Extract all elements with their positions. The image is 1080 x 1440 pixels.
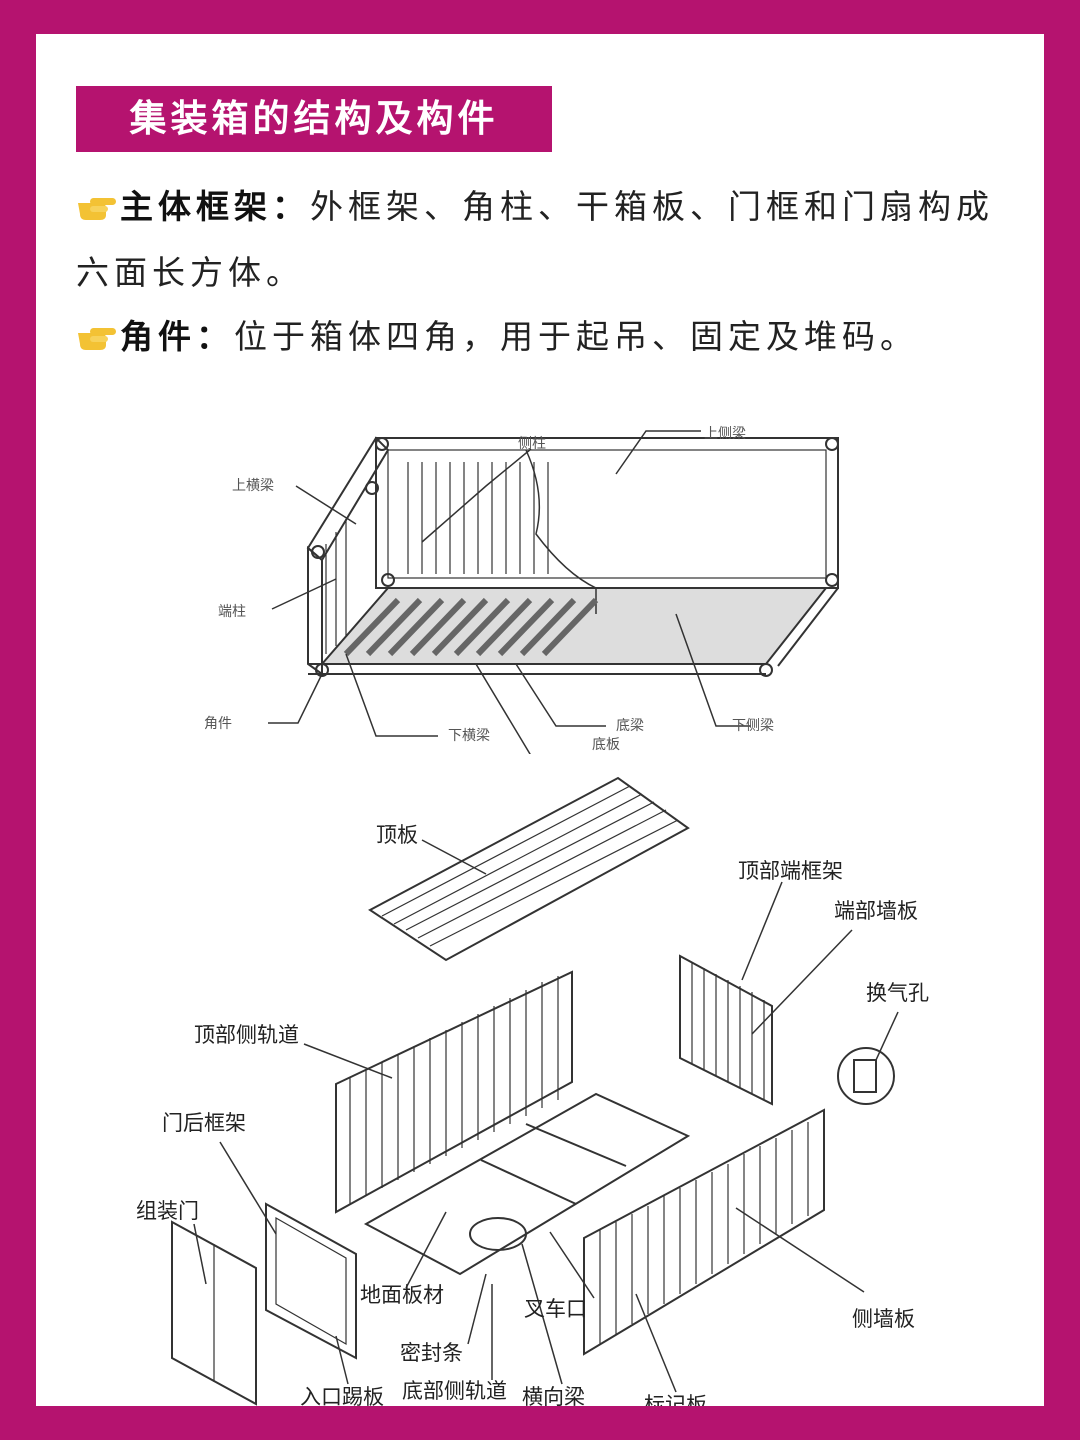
paragraph-corner-fitting: 角件：位于箱体四角，用于起吊、固定及堆码。	[76, 304, 1016, 370]
label-vent: 换气孔	[866, 981, 929, 1005]
label-top-end-frame: 顶部端框架	[738, 859, 843, 883]
label-floor-beam: 底梁	[616, 718, 644, 734]
label-entry-kickplate: 入口踢板	[300, 1385, 384, 1406]
paragraph-main-frame: 主体框架：外框架、角柱、干箱板、门框和门扇构成六面长方体。	[76, 174, 1016, 306]
label-top-cross-beam: 上横梁	[232, 478, 274, 494]
term-corner-fitting: 角件：	[120, 317, 234, 356]
container-exploded-diagram: 顶板 顶部端框架 端部墙板 换气孔 顶部侧轨道 门后框架 组装门 地面板材 叉车…	[136, 776, 929, 1406]
label-top-side-rail: 顶部侧轨道	[194, 1023, 299, 1047]
title-banner: 集装箱的结构及构件	[76, 86, 552, 152]
label-end-post: 端柱	[218, 604, 246, 620]
label-floor-board: 地面板材	[360, 1283, 444, 1307]
label-roof-panel: 顶板	[376, 823, 418, 847]
label-floor-panel: 底板	[592, 737, 620, 753]
label-marking-plate: 标记板	[644, 1393, 707, 1406]
label-rear-door-frame: 门后框架	[162, 1111, 246, 1135]
label-seal-strip: 密封条	[400, 1341, 463, 1365]
content-card: 集装箱的结构及构件 主体框架：外框架、角柱、干箱板、门框和门扇构成六面长方体。 …	[36, 34, 1044, 1406]
label-door-assembly: 组装门	[136, 1199, 199, 1223]
label-forklift-pocket: 叉车口	[524, 1297, 587, 1321]
label-bottom-cross-beam: 下横梁	[448, 728, 490, 744]
label-end-wall: 端部墙板	[834, 899, 918, 923]
label-side-post: 侧柱	[518, 436, 546, 452]
text-main-frame: 外框架、角柱、干箱板、门框和门扇构成六面长方体。	[76, 187, 994, 292]
page-title: 集装箱的结构及构件	[129, 97, 499, 140]
pointing-hand-icon	[78, 328, 116, 350]
label-bottom-side-rail: 底部侧轨道	[402, 1379, 507, 1403]
container-frame-diagram: 侧柱 上侧梁 上横梁 端柱 角件 下横梁 底梁 下侧梁 底板	[204, 426, 839, 754]
text-corner-fitting: 位于箱体四角，用于起吊、固定及堆码。	[234, 317, 918, 356]
pointing-hand-icon	[78, 198, 116, 220]
label-bottom-side-beam: 下侧梁	[732, 718, 774, 734]
label-cross-member: 横向梁	[522, 1385, 585, 1406]
label-corner-fitting: 角件	[204, 716, 232, 732]
term-main-frame: 主体框架：	[120, 187, 310, 226]
label-side-wall: 侧墙板	[852, 1307, 915, 1331]
label-top-side-beam: 上侧梁	[704, 426, 746, 442]
